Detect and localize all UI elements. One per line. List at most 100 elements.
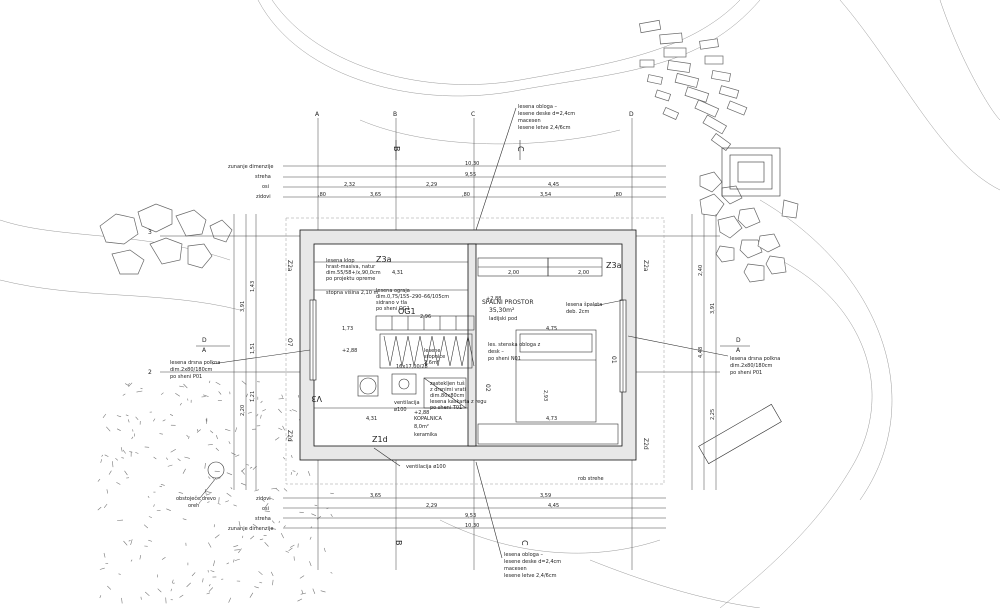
svg-text:C: C <box>520 540 529 546</box>
gravel-mark <box>259 538 264 541</box>
gravel-mark <box>202 578 204 583</box>
gravel-mark <box>296 472 298 476</box>
dim-value: 4,75 <box>546 326 557 332</box>
room-floor: keramika <box>414 432 437 438</box>
gravel-mark <box>129 451 133 453</box>
gravel-mark <box>204 489 207 495</box>
gravel-mark <box>177 458 181 462</box>
gravel-mark <box>230 487 233 490</box>
gravel-mark <box>169 414 174 416</box>
svg-text:lesena špaleta: lesena špaleta <box>566 301 602 308</box>
gravel-mark <box>99 595 102 599</box>
gravel-mark <box>247 411 252 414</box>
gravel-mark <box>226 472 233 476</box>
stone-path <box>639 19 748 152</box>
gravel-mark <box>124 470 128 476</box>
gravel-mark <box>179 402 182 406</box>
dim-value: ,80 <box>614 192 622 198</box>
gravel-mark <box>213 560 215 567</box>
gravel-mark <box>123 540 128 546</box>
svg-text:po sheni P01: po sheni P01 <box>170 374 202 380</box>
gravel-mark <box>314 504 318 507</box>
square-feature <box>721 147 781 197</box>
svg-text:po projektu opreme: po projektu opreme <box>326 276 375 282</box>
gravel-mark <box>166 508 171 511</box>
gravel-mark <box>125 414 129 417</box>
gravel-mark <box>208 380 211 384</box>
gravel-mark <box>299 575 305 579</box>
gravel-mark <box>254 489 259 492</box>
gravel-mark <box>246 393 248 398</box>
svg-text:z drsnimi vrati: z drsnimi vrati <box>430 387 466 393</box>
svg-text:lesena ograja: lesena ograja <box>376 288 410 294</box>
gravel-mark <box>300 592 307 595</box>
gravel-mark <box>183 383 188 389</box>
gravel-mark <box>233 504 237 507</box>
note-polkna-right: lesena drsna polkna dim.2x80/180cm po sh… <box>627 335 780 376</box>
gravel-mark <box>249 592 254 598</box>
dim-row-label: zunanje dimenzije <box>228 164 273 170</box>
svg-text:dim.0,75/155–290–66/105cm: dim.0,75/155–290–66/105cm <box>376 294 449 300</box>
gravel-mark <box>130 539 133 545</box>
gravel-mark <box>207 444 213 446</box>
dimensions-top: zunanje dimenzije streha osi zidovi 10,3… <box>228 161 666 200</box>
svg-text:2,6m²: 2,6m² <box>424 360 439 366</box>
svg-text:les. stenska obloga z: les. stenska obloga z <box>488 342 541 348</box>
room-code: 02 <box>484 384 491 392</box>
gravel-mark <box>204 462 206 469</box>
gravel-mark <box>283 488 288 492</box>
svg-text:macesen: macesen <box>518 118 541 124</box>
gravel-mark <box>122 393 126 396</box>
svg-text:D: D <box>736 337 741 344</box>
level-mark: +2,88 <box>414 410 429 416</box>
gravel-mark <box>121 597 123 604</box>
gravel-mark <box>100 459 102 463</box>
stone-pavement-right <box>699 171 799 283</box>
dim-value: 2,25 <box>710 409 716 420</box>
gravel-mark <box>122 449 126 454</box>
room-code: 01 <box>610 356 617 364</box>
gravel-mark <box>238 548 242 554</box>
gravel-mark <box>309 561 312 567</box>
gravel-mark <box>274 437 280 441</box>
gravel-mark <box>153 504 155 507</box>
svg-text:ø100: ø100 <box>394 407 407 413</box>
gravel-mark <box>235 427 237 432</box>
gravel-mark <box>153 418 156 422</box>
gravel-mark <box>225 428 231 432</box>
gravel-mark <box>196 429 201 433</box>
level-mark: +2,88 <box>486 296 501 302</box>
svg-text:macesen: macesen <box>504 566 527 572</box>
gravel-mark <box>320 590 326 593</box>
svg-text:po sheni N01: po sheni N01 <box>488 356 521 362</box>
gravel-mark <box>297 598 303 602</box>
gravel-mark <box>175 393 180 397</box>
gravel-mark <box>210 570 215 573</box>
gravel-mark <box>281 394 283 398</box>
gravel-mark <box>144 591 150 597</box>
gravel-mark <box>147 495 150 498</box>
room-area: 35,30m² <box>489 307 515 314</box>
gravel-mark <box>290 472 292 475</box>
gravel-mark <box>214 534 220 539</box>
bathroom-fixtures <box>357 373 467 409</box>
svg-text:dim.2x80/180cm: dim.2x80/180cm <box>730 363 773 369</box>
dim-value: 1,73 <box>342 326 353 332</box>
room-name: KOPALNICA <box>414 416 443 422</box>
svg-text:lesena kaskarta z regu: lesena kaskarta z regu <box>430 399 487 405</box>
gravel-mark <box>166 457 168 460</box>
gravel-mark <box>210 430 214 434</box>
svg-text:C: C <box>516 146 525 152</box>
gravel-mark <box>270 571 274 577</box>
gravel-mark <box>153 456 157 460</box>
gravel-mark <box>128 540 131 542</box>
note-lesena-ograja: lesena ograja dim.0,75/155–290–66/105cm … <box>376 288 449 312</box>
gravel-mark <box>233 545 239 548</box>
gravel-area <box>97 380 334 604</box>
gravel-mark <box>250 535 255 540</box>
gravel-mark <box>116 482 121 485</box>
gravel-mark <box>121 457 124 459</box>
wall-tag: Z3a <box>606 261 622 270</box>
dim-row-label: zidovi <box>256 194 271 200</box>
